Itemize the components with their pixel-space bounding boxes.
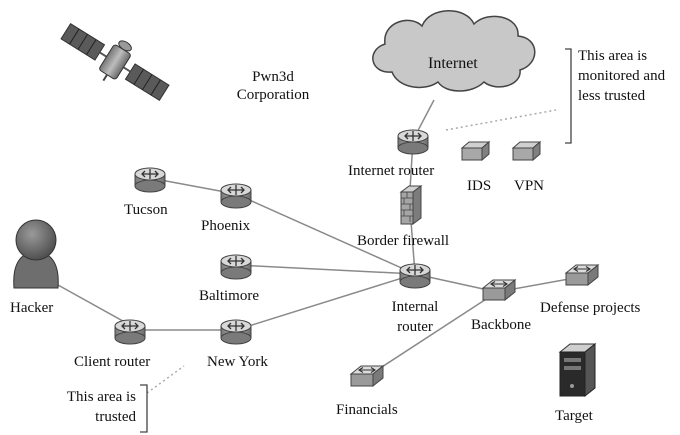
internet-router-label: Internet router: [348, 163, 435, 179]
monitored-bracket: [565, 48, 572, 144]
new-york-label: New York: [207, 354, 268, 370]
link-newyork-internal: [235, 273, 416, 331]
monitored-note-line-1: This area is: [578, 48, 648, 64]
client-router-label: Client router: [74, 354, 151, 370]
new-york-router-icon: [220, 319, 252, 345]
trusted-note-line-1: This area is: [66, 389, 136, 405]
dotted-pointers: [146, 109, 557, 394]
phoenix-router-icon: [220, 183, 252, 209]
target-server-icon: [558, 342, 597, 398]
vpn-icon: [512, 141, 541, 161]
monitored-pointer: [445, 109, 557, 131]
ids-label: IDS: [467, 178, 492, 194]
link-hacker-client: [57, 284, 131, 326]
trusted-note-line-2: trusted: [95, 409, 136, 425]
baltimore-router-icon: [220, 254, 252, 280]
internet-router-icon: [397, 129, 429, 155]
phoenix-label: Phoenix: [201, 218, 251, 234]
hacker-label: Hacker: [10, 300, 54, 316]
defense-projects-switch-icon: [565, 264, 599, 286]
internal-router-label: Internal router: [375, 297, 455, 337]
trusted-pointer: [146, 365, 185, 394]
monitored-note-line-2: monitored and: [578, 68, 666, 84]
vpn-label: VPN: [514, 178, 545, 194]
backbone-switch-icon: [482, 279, 516, 301]
target-label: Target: [555, 408, 593, 424]
financials-switch-icon: [350, 365, 384, 387]
link-backbone-financials: [364, 291, 498, 379]
satellite-icon: [60, 22, 170, 102]
border-firewall-label: Border firewall: [357, 233, 450, 249]
internal-router-label-line-2: router: [397, 319, 433, 335]
client-router-icon: [114, 319, 146, 345]
title-line-2: Corporation: [236, 87, 310, 103]
hacker-person-icon: [13, 219, 59, 289]
monitored-area-note: This area is monitored and less trusted: [578, 46, 665, 106]
title-line-1: Pwn3d: [252, 69, 294, 85]
link-baltimore-internal: [235, 264, 416, 275]
internet-label: Internet: [428, 55, 478, 72]
internal-router-icon: [399, 263, 431, 289]
trusted-area-note: This area is trusted: [54, 387, 136, 427]
internet-cloud-icon: [372, 10, 536, 92]
financials-label: Financials: [336, 402, 398, 418]
diagram-title: Pwn3d Corporation: [218, 68, 328, 104]
defense-projects-label: Defense projects: [540, 300, 641, 316]
monitored-note-line-3: less trusted: [578, 88, 646, 104]
backbone-label: Backbone: [471, 317, 531, 333]
firewall-icon: [399, 185, 423, 225]
tucson-router-icon: [134, 167, 166, 193]
internal-router-label-line-1: Internal: [391, 299, 439, 315]
trusted-bracket: [140, 384, 148, 433]
tucson-label: Tucson: [124, 202, 168, 218]
baltimore-label: Baltimore: [199, 288, 259, 304]
ids-icon: [461, 141, 490, 161]
link-phoenix-internal: [235, 193, 416, 275]
